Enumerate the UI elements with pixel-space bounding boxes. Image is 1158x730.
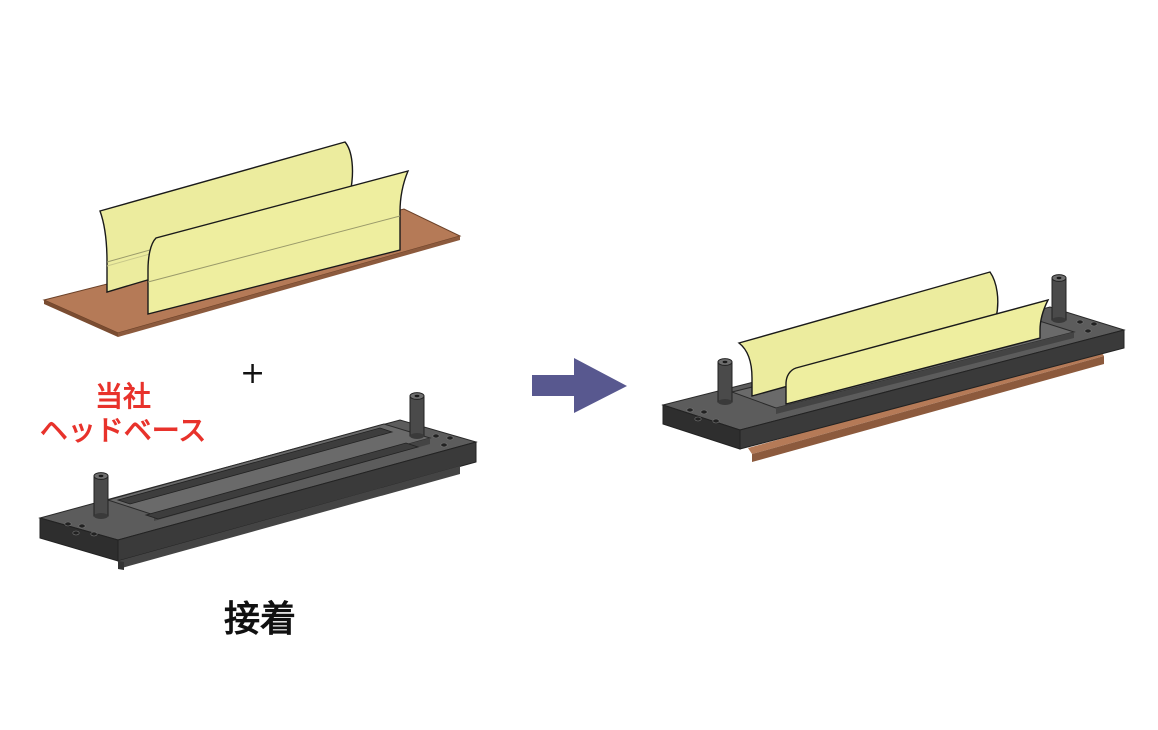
assembled-film-front [785,298,1050,405]
assembled-pin-right [1051,274,1067,323]
head-base-left [38,392,478,570]
head-base-pin-right [409,392,425,439]
bonding-label: 接着 [224,599,297,640]
film-component [42,141,462,337]
film-front-sheet [147,169,410,315]
assembled-component [661,271,1126,462]
head-base-slot-front [144,442,420,520]
company-label-line1: 当社 [94,380,151,413]
head-base-pin-left [93,472,109,519]
company-head-base-label: 当社 ヘッドベース [28,380,218,448]
assembled-pin-left [717,358,733,405]
right-arrow-icon [532,358,627,413]
plus-sign: + [240,356,266,391]
head-base-slot-rear [116,427,394,505]
company-label-line2: ヘッドベース [39,414,207,447]
